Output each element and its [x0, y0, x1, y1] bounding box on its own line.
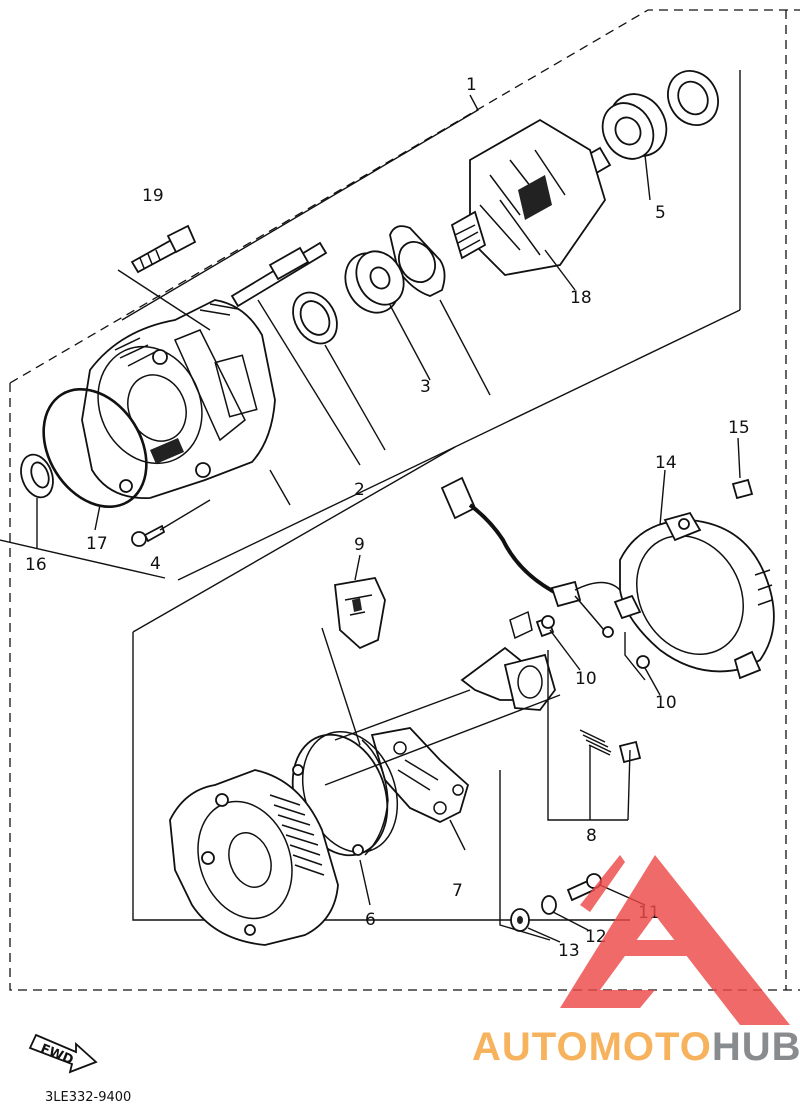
- watermark-text: AUTOMOTOHUB: [472, 1025, 800, 1069]
- screw-10b-part: [636, 655, 650, 669]
- lower-group-outline: [132, 446, 630, 921]
- plate-part: [389, 225, 446, 297]
- brush-holder-9-part: [334, 576, 386, 650]
- watermark-logo: [560, 855, 790, 1025]
- callout-3: 3: [420, 377, 431, 397]
- callout-14: 14: [655, 453, 677, 473]
- callout-1: 1: [466, 75, 477, 95]
- bearing-5-part: [601, 93, 668, 160]
- assembly-outline: [9, 9, 800, 991]
- callout-8: 8: [586, 826, 597, 846]
- lower-leader-lines: [321, 437, 741, 943]
- upper-leader-lines: [0, 70, 741, 581]
- bearing-3-part: [344, 250, 405, 314]
- callout-6: 6: [365, 910, 376, 930]
- watermark-part1: AUTOMOTO: [472, 1025, 712, 1069]
- rear-housing-part: [169, 769, 339, 946]
- watermark-part2: HUB: [712, 1025, 800, 1069]
- callout-labels: 1 5 18 19 3 2 16 17 4 14 15 9 10 10 8 7 …: [25, 75, 750, 961]
- bracket-part: [460, 610, 556, 711]
- screw-4-part: [131, 524, 166, 547]
- rotor-18-part: [450, 118, 612, 276]
- callout-10b: 10: [655, 693, 677, 713]
- callout-13: 13: [558, 941, 580, 961]
- o-ring-17-part: [42, 387, 148, 509]
- collar-part: [667, 70, 719, 126]
- callout-17: 17: [86, 534, 108, 554]
- callout-7: 7: [452, 881, 463, 901]
- nut-15-part: [731, 478, 754, 500]
- callout-16: 16: [25, 555, 47, 575]
- part-code: 3LE332-9400: [45, 1090, 131, 1105]
- callout-15: 15: [728, 418, 750, 438]
- washer-part: [292, 291, 338, 345]
- callout-18: 18: [570, 288, 592, 308]
- brush-spring-8-part: [579, 729, 642, 764]
- rear-cover-14-part: [613, 511, 775, 680]
- callout-19: 19: [142, 186, 164, 206]
- seal-16-part: [20, 453, 54, 499]
- front-housing-part: [81, 299, 276, 499]
- through-bolt-part: [230, 241, 328, 308]
- screw-10a-part: [535, 615, 555, 638]
- fwd-arrow: FWD: [28, 1033, 98, 1074]
- watermark: AUTOMOTOHUB: [472, 855, 800, 1069]
- washer-12-part: [541, 895, 557, 915]
- callout-10a: 10: [575, 669, 597, 689]
- callout-4: 4: [150, 554, 161, 574]
- callout-9: 9: [354, 535, 365, 555]
- washer-13-part: [510, 908, 530, 932]
- bolt-19-part: [130, 224, 197, 274]
- wire-harness-part: [440, 476, 621, 638]
- callout-5: 5: [655, 203, 666, 223]
- rectifier-7-part: [370, 727, 470, 823]
- callout-2: 2: [354, 480, 365, 500]
